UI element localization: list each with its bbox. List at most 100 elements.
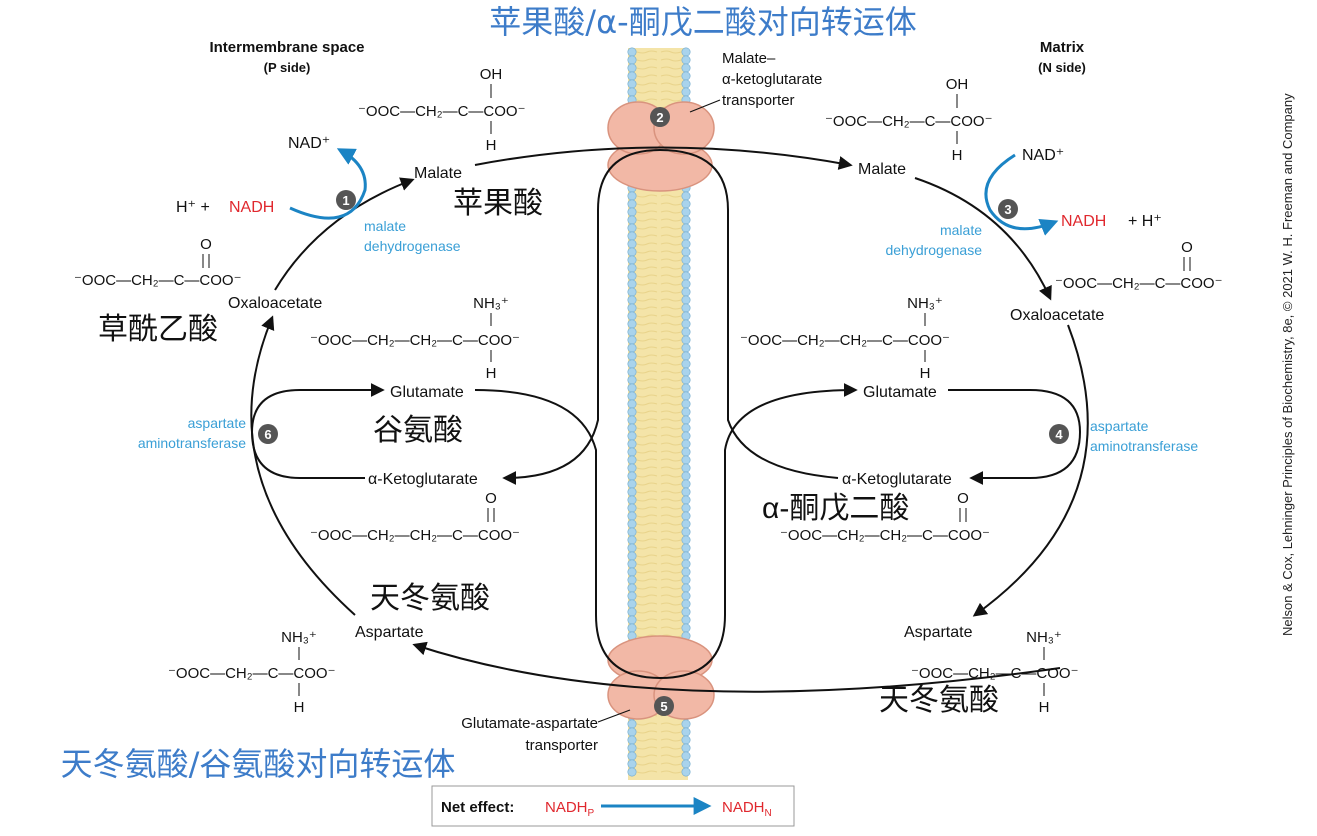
lipid-head bbox=[627, 623, 637, 633]
aspartate-right-cn: 天冬氨酸 bbox=[879, 684, 999, 717]
akg-left-structure: O ⁻OOC—CH₂—CH₂—C—COO⁻ bbox=[310, 490, 520, 544]
net-effect-box: Net effect: NADHP NADHN bbox=[431, 785, 795, 827]
lipid-tail bbox=[660, 762, 682, 766]
svg-text:3: 3 bbox=[1004, 202, 1011, 217]
lipid-head bbox=[627, 79, 637, 89]
lipid-head bbox=[627, 479, 637, 489]
lipid-head bbox=[681, 599, 691, 609]
lipid-tail bbox=[636, 506, 658, 510]
lipid-tail bbox=[660, 50, 682, 54]
lipid-tail bbox=[660, 354, 682, 358]
lipid-head bbox=[627, 735, 637, 745]
lipid-head bbox=[681, 239, 691, 249]
lipid-tail bbox=[660, 314, 682, 318]
lipid-head bbox=[681, 327, 691, 337]
lipid-head bbox=[681, 207, 691, 217]
lipid-head bbox=[627, 431, 637, 441]
lipid-tail bbox=[636, 98, 658, 102]
lipid-head bbox=[627, 279, 637, 289]
lipid-head bbox=[681, 383, 691, 393]
lipid-tail bbox=[660, 258, 682, 262]
lipid-tail bbox=[636, 730, 658, 734]
lipid-tail bbox=[660, 554, 682, 558]
lipid-head bbox=[681, 463, 691, 473]
lipid-head bbox=[681, 751, 691, 761]
lipid-head bbox=[627, 367, 637, 377]
lipid-head bbox=[627, 511, 637, 521]
metabolite-labels: Malate Malate Oxaloacetate Oxaloacetate … bbox=[228, 161, 1104, 641]
lipid-head bbox=[681, 551, 691, 561]
lipid-head bbox=[681, 295, 691, 305]
lipid-tail bbox=[636, 194, 658, 198]
aspartate-right-structure: NH₃⁺ ⁻OOC—CH₂—C—COO⁻ H bbox=[911, 629, 1079, 716]
lipid-tail bbox=[636, 258, 658, 262]
lipid-tail bbox=[636, 58, 658, 62]
svg-text:2: 2 bbox=[656, 110, 663, 125]
ast-right-line2: aminotransferase bbox=[1090, 438, 1198, 454]
aspartate-left-structure: NH₃⁺ ⁻OOC—CH₂—C—COO⁻ H bbox=[168, 629, 336, 716]
nadh-left: NADH bbox=[229, 199, 274, 216]
lipid-head bbox=[681, 399, 691, 409]
svg-text:transporter: transporter bbox=[722, 92, 795, 109]
lipid-head bbox=[627, 375, 637, 385]
lipid-tail bbox=[636, 394, 658, 398]
lipid-head bbox=[627, 47, 637, 57]
lipid-head bbox=[681, 495, 691, 505]
lipid-head bbox=[627, 439, 637, 449]
lipid-head bbox=[627, 199, 637, 209]
svg-text:NH₃⁺: NH₃⁺ bbox=[473, 295, 509, 312]
akg-transport-loop bbox=[502, 148, 839, 485]
lipid-head bbox=[627, 319, 637, 329]
lipid-tail bbox=[636, 298, 658, 302]
bottom-transporter-label: Glutamate-aspartate transporter bbox=[461, 715, 598, 754]
step-badge-6: 6 bbox=[258, 424, 278, 444]
akg-left-label: α-Ketoglutarate bbox=[368, 471, 478, 488]
lipid-tail bbox=[660, 538, 682, 542]
oxaloacetate-cn: 草酰乙酸 bbox=[98, 313, 218, 346]
lipid-tail bbox=[636, 442, 658, 446]
lipid-tail bbox=[636, 490, 658, 494]
lipid-head bbox=[681, 231, 691, 241]
lipid-head bbox=[627, 535, 637, 545]
n-side-label: (N side) bbox=[1038, 60, 1086, 75]
lipid-head bbox=[681, 63, 691, 73]
lipid-head bbox=[681, 583, 691, 593]
lipid-tail bbox=[636, 594, 658, 598]
lipid-tail bbox=[636, 290, 658, 294]
lipid-tail bbox=[660, 618, 682, 622]
lipid-head bbox=[627, 527, 637, 537]
nad-left: NAD⁺ bbox=[288, 135, 330, 152]
mdh-left-line2: dehydrogenase bbox=[364, 238, 461, 254]
lipid-head bbox=[681, 623, 691, 633]
svg-text:⁻OOC—CH₂—C—COO⁻: ⁻OOC—CH₂—C—COO⁻ bbox=[168, 665, 336, 682]
matrix-heading: Matrix bbox=[1040, 39, 1085, 56]
lipid-head bbox=[627, 359, 637, 369]
p-side-label: (P side) bbox=[264, 60, 311, 75]
lipid-head bbox=[627, 191, 637, 201]
svg-text:NH₃⁺: NH₃⁺ bbox=[281, 629, 317, 646]
lipid-tail bbox=[636, 482, 658, 486]
glu-asp-transporter-protein bbox=[607, 635, 715, 720]
lipid-head bbox=[627, 551, 637, 561]
glu-in-right-line bbox=[948, 389, 1081, 433]
malate-right-label: Malate bbox=[858, 161, 906, 178]
lipid-head bbox=[627, 303, 637, 313]
lipid-head bbox=[627, 271, 637, 281]
lipid-tail bbox=[660, 226, 682, 230]
lipid-head bbox=[627, 615, 637, 625]
lipid-head bbox=[627, 71, 637, 81]
malate-cn: 苹果酸 bbox=[453, 187, 543, 220]
nad-right: NAD⁺ bbox=[1022, 147, 1064, 164]
lipid-tail bbox=[636, 410, 658, 414]
lipid-head bbox=[681, 191, 691, 201]
lipid-tail bbox=[636, 306, 658, 310]
mdh-left-line1: malate bbox=[364, 218, 406, 234]
lipid-head bbox=[627, 231, 637, 241]
enzyme-labels: malate dehydrogenase malate dehydrogenas… bbox=[138, 218, 1199, 454]
lipid-tail bbox=[660, 426, 682, 430]
lipid-head bbox=[681, 487, 691, 497]
svg-text:Malate–: Malate– bbox=[722, 50, 776, 67]
lipid-head bbox=[681, 719, 691, 729]
lipid-head bbox=[681, 735, 691, 745]
lipid-head bbox=[627, 567, 637, 577]
